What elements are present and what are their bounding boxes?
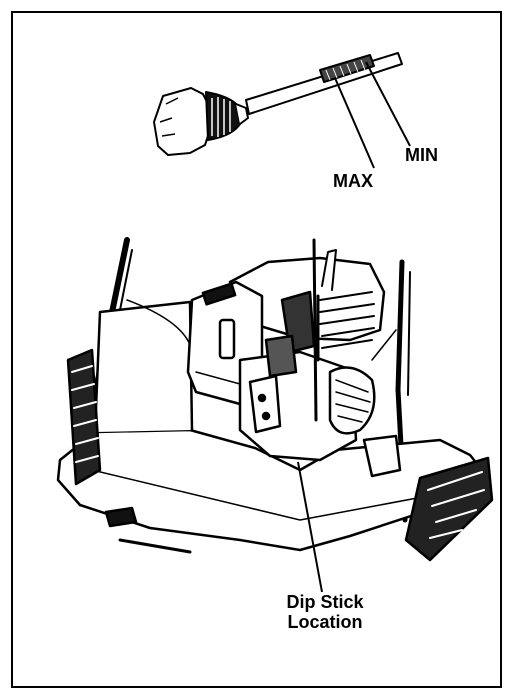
- flywheel-cover: [328, 366, 376, 435]
- dipstick-collar: [205, 91, 241, 141]
- dipstick-tube-top: [321, 249, 337, 291]
- location-label-line1: Dip Stick: [286, 592, 364, 612]
- dipstick-location-label: Dip Stick Location: [240, 592, 410, 632]
- min-leader-line: [365, 61, 411, 147]
- max-label: MAX: [333, 171, 373, 191]
- engine-illustration: [56, 237, 494, 562]
- cylinder-fins: [316, 291, 375, 362]
- dipstick-cap: [153, 87, 211, 156]
- dipstick-illustration: [153, 52, 411, 169]
- side-plate: [248, 374, 282, 434]
- location-label-line2: Location: [287, 612, 363, 632]
- dipstick-tube: [312, 238, 318, 422]
- dipstick-shaft: [245, 52, 403, 115]
- min-label: MIN: [405, 145, 438, 165]
- left-tire: [66, 348, 102, 486]
- max-leader-line: [334, 77, 375, 169]
- location-leader-line: [297, 461, 323, 593]
- dipstick-level-marks: [319, 54, 375, 83]
